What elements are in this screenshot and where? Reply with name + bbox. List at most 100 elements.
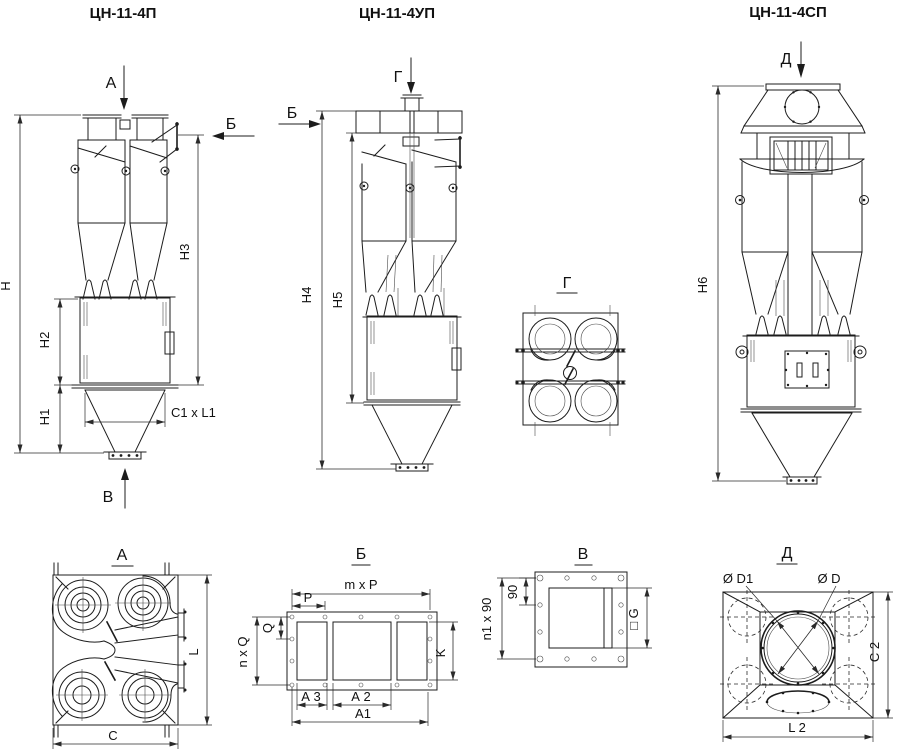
section-view-g: Г xyxy=(515,275,626,436)
cyclone-sp-hopper xyxy=(751,412,853,485)
cyclone-up-cylinders xyxy=(359,133,458,242)
dim-a2-label: А 2 xyxy=(351,689,371,704)
section-g-center-hub xyxy=(563,366,577,380)
cyclone-up-hopper xyxy=(371,404,453,472)
view-arrow-v-label: В xyxy=(103,489,114,506)
dim-p-label: P xyxy=(304,590,313,605)
section-a-label: А xyxy=(117,547,128,564)
section-b-label: Б xyxy=(356,546,367,563)
dim-c-label: C xyxy=(108,728,117,743)
section-a-scroll-curves xyxy=(51,575,179,723)
section-view-a: А L xyxy=(51,547,212,749)
cyclone-p-cylinders xyxy=(77,139,168,224)
dim-l2-label: L 2 xyxy=(788,720,806,735)
view-arrow-a-label: А xyxy=(106,75,117,92)
cyclone-p-outlet-stubs xyxy=(82,114,169,141)
dimension-c2: C 2 xyxy=(867,591,893,719)
up-arrow-icon xyxy=(121,468,129,480)
section-v-label: В xyxy=(578,546,589,563)
section-d-diameter-leaders xyxy=(745,585,837,675)
dim-k-label: K xyxy=(433,648,448,657)
section-a-mount-pins xyxy=(53,562,170,738)
dimension-h5: H5 xyxy=(330,132,364,404)
section-a-inlet-stubs xyxy=(177,608,187,693)
dimension-k: K xyxy=(429,621,458,681)
dim-nxq-label: n x Q xyxy=(235,636,250,667)
dimension-h2: H2 xyxy=(37,298,78,386)
cyclone-p-cones xyxy=(77,222,168,300)
dimension-mxp: m x P xyxy=(291,577,431,610)
view-arrow-b2-label: Б xyxy=(287,105,298,122)
dim-n1x90-label: n1 x 90 xyxy=(479,598,494,641)
dimension-l2: L 2 xyxy=(722,720,874,742)
section-d-outlet-rings xyxy=(760,610,836,686)
bunker-access-door xyxy=(451,347,462,371)
dim-mxp-label: m x P xyxy=(344,577,377,592)
cyclone-p-inlet-flange xyxy=(151,122,179,163)
dimension-h1: H1 xyxy=(37,385,63,453)
view-arrow-g: Г xyxy=(394,57,415,94)
dimension-h: H xyxy=(0,114,104,454)
section-d-hidden-cyclones xyxy=(720,590,876,711)
dimension-n1x90: n1 x 90 xyxy=(479,577,536,660)
left-arrow-icon xyxy=(212,132,224,140)
dimension-l: L xyxy=(178,574,212,726)
dim-d-label: Ø D xyxy=(817,571,840,586)
dim-d1-label: Ø D1 xyxy=(723,571,753,586)
dim-c1l1-label: C1 x L1 xyxy=(171,405,216,420)
drawing-cyclone-p: ЦН-11-4П А Б xyxy=(0,5,255,509)
dim-a3-label: А 3 xyxy=(301,689,321,704)
dim-h5-label: H5 xyxy=(330,292,345,309)
view-arrow-d-label: Д xyxy=(781,51,792,68)
view-arrow-d: Д xyxy=(781,41,805,78)
cyclone-up-plenum xyxy=(355,94,463,147)
dimension-q: Q xyxy=(260,617,290,640)
cyclone-sp-body xyxy=(735,158,869,335)
dim-h3-label: H3 xyxy=(177,244,192,261)
dim-h1-label: H1 xyxy=(37,409,52,426)
dimension-c: C xyxy=(52,728,179,749)
section-d-bottom-flange xyxy=(765,690,831,715)
right-arrow-icon xyxy=(309,120,321,128)
dimension-a2: А 2 xyxy=(332,683,392,710)
bunker-access-door xyxy=(164,331,175,355)
dim-h4-label: H4 xyxy=(299,287,314,304)
dim-90-label: 90 xyxy=(505,585,520,599)
dimension-nxq: n x Q xyxy=(235,616,290,686)
dim-l-label: L xyxy=(186,648,201,655)
dimension-h6: H6 xyxy=(695,85,786,482)
dimension-a1: А1 xyxy=(291,687,429,726)
view-arrow-v: В xyxy=(103,468,129,509)
view-arrow-g-label: Г xyxy=(394,69,403,86)
cyclone-sp-dust-bunker xyxy=(735,334,867,413)
cyclone-p-lifting-lugs xyxy=(70,164,170,176)
cyclone-sp-cones xyxy=(741,251,863,335)
dimension-h3: H3 xyxy=(177,134,204,386)
dimension-g-square: □ G xyxy=(612,587,652,649)
view-arrow-b-label: Б xyxy=(226,116,237,133)
view-arrow-a: А xyxy=(106,65,128,110)
down-arrow-icon xyxy=(120,98,128,110)
dim-a1-label: А1 xyxy=(355,706,371,721)
dim-h6-label: H6 xyxy=(695,277,710,294)
dimension-a3: А 3 xyxy=(296,683,328,710)
dimension-c1l1: C1 x L1 xyxy=(84,393,216,427)
cyclone-up-scrolls xyxy=(361,136,462,169)
cyclone-sp-hood xyxy=(740,83,866,134)
section-d-label: Д xyxy=(782,545,793,562)
drawing-cyclone-up: ЦН-11-4УП Г Б xyxy=(278,5,463,472)
cyclone-p-dust-bunker xyxy=(71,296,179,389)
dimension-p: P xyxy=(292,590,326,610)
section-g-cyclone-scrolls xyxy=(528,317,618,423)
section-view-v: В 90 n1 x 90 □ G xyxy=(479,546,652,668)
section-v-bolt-holes xyxy=(536,574,625,663)
cyclone-up-cones xyxy=(361,240,457,316)
dim-g-label: □ G xyxy=(626,608,641,630)
dimension-h4: H4 xyxy=(299,110,396,470)
view-arrow-b: Б xyxy=(212,116,255,140)
down-arrow-icon xyxy=(407,82,415,94)
drawing-sp-title: ЦН-11-4СП xyxy=(749,4,827,21)
